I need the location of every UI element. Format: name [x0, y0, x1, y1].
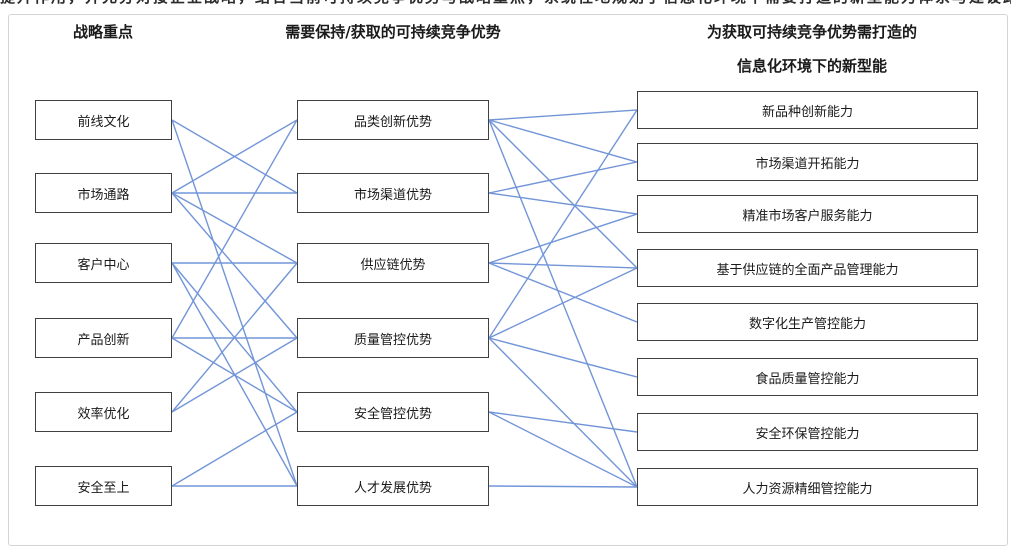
strategy-box: 安全至上 [35, 466, 172, 506]
connector-line [171, 192, 298, 339]
connector-line [488, 161, 638, 194]
connector-line [171, 119, 298, 339]
advantage-box: 市场渠道优势 [297, 173, 489, 213]
column-header-capabilities-line2: 信息化环境下的新型能 [736, 57, 888, 75]
capability-box: 基于供应链的全面产品管理能力 [637, 249, 978, 287]
capability-box: 数字化生产管控能力 [637, 303, 978, 341]
connector-line [488, 119, 638, 163]
capability-box: 新品种创新能力 [637, 91, 978, 129]
strategy-box: 产品创新 [35, 318, 172, 358]
strategy-box: 效率优化 [35, 392, 172, 432]
connector-line [488, 337, 638, 488]
connector-line [171, 262, 298, 413]
connector-line [488, 119, 638, 269]
strategy-box: 前线文化 [35, 100, 172, 140]
connector-line [171, 337, 298, 413]
strategy-box: 客户中心 [35, 243, 172, 283]
advantage-box: 质量管控优势 [297, 318, 489, 358]
clipped-text-row: 提升作用，并充分对接企业战略，结合当前可持续竞争优势与战略重点，系统性地规划了信… [0, 0, 1011, 8]
connector-line [488, 213, 638, 264]
connector-line [488, 485, 638, 488]
connector-line [488, 411, 638, 488]
connector-line [488, 267, 638, 339]
column-header-capabilities-line1: 为获取可持续竞争优势需打造的 [706, 23, 918, 41]
connector-line [171, 411, 298, 487]
connector-line [488, 411, 638, 433]
capability-box: 人力资源精细管控能力 [637, 468, 978, 506]
connector-line [488, 262, 638, 323]
capability-box: 精准市场客户服务能力 [637, 195, 978, 233]
column-header-strategy: 战略重点 [72, 23, 134, 41]
advantage-box: 品类创新优势 [297, 100, 489, 140]
connector-line [488, 109, 638, 121]
advantage-box: 供应链优势 [297, 243, 489, 283]
capability-box: 市场渠道开拓能力 [637, 143, 978, 181]
connector-line [488, 262, 638, 269]
column-header-advantages: 需要保持/获取的可持续竞争优势 [285, 23, 501, 41]
advantage-box: 人才发展优势 [297, 466, 489, 506]
connector-line [488, 192, 638, 215]
strategy-box: 市场通路 [35, 173, 172, 213]
connector-line [488, 109, 638, 339]
connector-line [171, 119, 298, 194]
advantage-box: 安全管控优势 [297, 392, 489, 432]
capability-box: 食品质量管控能力 [637, 358, 978, 396]
capability-box: 安全环保管控能力 [637, 413, 978, 451]
connector-line [488, 337, 638, 378]
connector-line [171, 119, 298, 487]
